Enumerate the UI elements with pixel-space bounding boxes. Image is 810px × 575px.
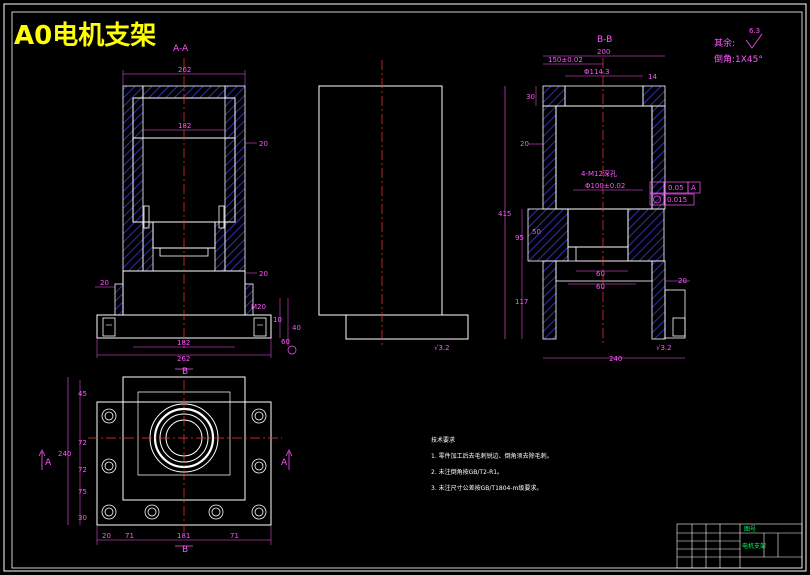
dim-plan-240: 240 <box>58 450 71 458</box>
section-label-aa: A-A <box>173 44 189 54</box>
dim-bb-60b: 60 <box>596 283 605 291</box>
dim-bb-14: 14 <box>648 73 657 81</box>
tolerance-ref-1: A <box>691 184 696 192</box>
tolerance-value-2: 0.015 <box>667 196 687 204</box>
dim-aa-inner: 182 <box>178 122 191 130</box>
notes-item-2: 2. 未注倒角按GB/T2-R1。 <box>431 468 503 476</box>
tolerance-value-1: 0.05 <box>668 184 684 192</box>
dim-plan-71a: 71 <box>125 532 134 540</box>
technical-notes: 技术要求 1. 零件加工后去毛刺锐边、倒角须去除毛刺。 2. 未注倒角按GB/T… <box>431 436 553 492</box>
dim-aa-right-20b: 20 <box>259 270 268 278</box>
svg-text:√3.2: √3.2 <box>434 344 450 352</box>
finish-roughness: 6.3 <box>749 27 760 35</box>
dim-aa-v10: 10 <box>273 316 282 324</box>
view-side: √3.2 <box>318 60 469 352</box>
dim-plan-72b: 72 <box>78 466 87 474</box>
dim-aa-top: 262 <box>178 66 191 74</box>
dim-bb-60a: 60 <box>596 270 605 278</box>
section-mark-a-right: A <box>281 458 288 468</box>
view-section-bb: B-B 200 150±0.02 Φ114.3 14 30 20 Φ100 <box>498 35 701 363</box>
dim-bb-95: 95 <box>515 234 524 242</box>
dim-bb-117: 117 <box>515 298 528 306</box>
dim-aa-right-20a: 20 <box>259 140 268 148</box>
section-mark-a-left: A <box>45 458 52 468</box>
dim-plan-45: 45 <box>78 390 87 398</box>
dim-aa-v40: 40 <box>292 324 301 332</box>
section-label-bb: B-B <box>597 35 612 45</box>
dim-bb-30: 30 <box>526 93 535 101</box>
dim-aa-v60: 60 <box>281 338 290 346</box>
dim-plan-20: 20 <box>102 532 111 540</box>
dim-bb-50: 50 <box>532 228 541 236</box>
dim-aa-bottom-262: 262 <box>177 355 190 363</box>
dim-plan-72a: 72 <box>78 439 87 447</box>
section-mark-b-bottom: B <box>182 545 188 555</box>
inner-frame <box>11 11 803 569</box>
drawing-title: A0电机支架 <box>14 21 156 51</box>
dim-plan-181: 181 <box>177 532 190 540</box>
notes-heading: 技术要求 <box>431 436 455 444</box>
dim-plan-71b: 71 <box>230 532 239 540</box>
dim-aa-left-20: 20 <box>100 279 109 287</box>
dim-bb-m12: 4-M12深孔 <box>581 169 617 178</box>
view-section-aa: A-A 262 182 20 20 <box>95 44 301 363</box>
dim-plan-30: 30 <box>78 514 87 522</box>
dim-bb-415: 415 <box>498 210 511 218</box>
dim-bb-240: 240 <box>609 355 622 363</box>
outer-frame <box>3 3 807 572</box>
title-block-code: 图号 <box>744 526 756 533</box>
svg-text:√3.2: √3.2 <box>656 344 672 352</box>
section-mark-b-top: B <box>182 367 188 377</box>
dim-aa-bottom-182: 182 <box>177 339 190 347</box>
view-plan: B A A 240 45 <box>38 367 293 555</box>
dim-bb-150: 150±0.02 <box>548 56 583 64</box>
dim-bb-200: 200 <box>597 48 610 56</box>
notes-item-1: 1. 零件加工后去毛刺锐边、倒角须去除毛刺。 <box>431 452 553 460</box>
finish-rest: 其余: <box>714 37 735 49</box>
dim-bb-20: 20 <box>520 140 529 148</box>
title-block <box>676 523 803 569</box>
finish-chamfer: 倒角:1X45° <box>714 53 763 65</box>
dim-bb-d100: Φ100±0.02 <box>585 182 625 190</box>
dim-plan-75: 75 <box>78 488 87 496</box>
title-block-name: 电机支架 <box>742 542 766 550</box>
dim-bb-d114: Φ114.3 <box>584 68 610 76</box>
notes-item-3: 3. 未注尺寸公差按GB/T1804-m级要求。 <box>431 484 542 492</box>
dim-aa-m20: M20 <box>251 303 266 311</box>
